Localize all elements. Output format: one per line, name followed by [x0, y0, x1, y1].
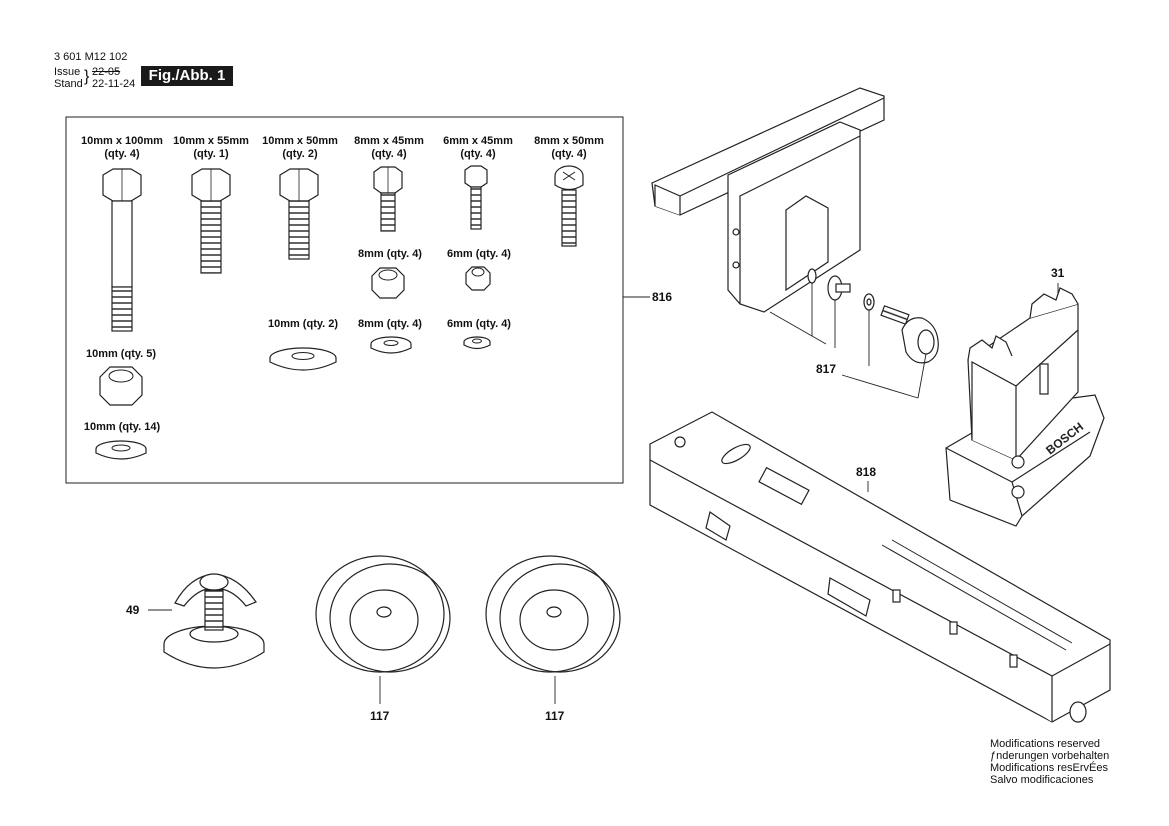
wheel-left-icon — [315, 555, 451, 673]
callout-kit: 816 — [652, 290, 673, 304]
nut-label-8mm: 8mm (qty. 4) — [358, 248, 422, 260]
issue-date: 22-05 — [92, 66, 121, 78]
rail-icon — [649, 411, 1111, 723]
bolt-6x45-icon — [464, 165, 488, 230]
nut-6mm-icon — [465, 266, 491, 291]
hardware-kit-frame — [65, 116, 624, 484]
part-number: 3 601 M12 102 — [54, 51, 128, 63]
washer-label-8mm: 8mm (qty. 4) — [358, 318, 422, 330]
washer-label-10mm-b: 10mm (qty. 14) — [83, 421, 161, 433]
wheel-right-icon — [485, 555, 621, 673]
bolt-label-1: 10mm x 100mm(qty. 4) — [81, 135, 163, 160]
figure-tag: Fig./Abb. 1 — [141, 66, 233, 86]
modifications-notice: Modifications reserved ƒnderungen vorbeh… — [990, 738, 1110, 786]
washer-10mm-b-icon — [95, 440, 147, 460]
washer-6mm-icon — [463, 336, 491, 350]
washer-10mm-a-icon — [269, 347, 337, 371]
bolt-label-6: 8mm x 50mm(qty. 4) — [534, 135, 604, 160]
callout-rail: 818 — [856, 465, 877, 479]
bolt-10x100-icon — [102, 168, 142, 332]
washer-label-6mm: 6mm (qty. 4) — [447, 318, 511, 330]
washer-8mm-icon — [370, 336, 412, 354]
bolt-10x50-icon — [279, 168, 319, 260]
nut-label-6mm: 6mm (qty. 4) — [447, 248, 511, 260]
nut-8mm-icon — [371, 267, 405, 299]
callout-knob-set: 817 — [816, 362, 837, 376]
bolt-label-5: 6mm x 45mm(qty. 4) — [443, 135, 513, 160]
washer-label-10mm-a: 10mm (qty. 2) — [267, 318, 339, 330]
bolt-10x55-icon — [191, 168, 231, 274]
bolt-8x50-phillips-icon — [554, 165, 584, 247]
stand-date: 22-11-24 — [92, 78, 136, 90]
bolt-8x45-icon — [373, 166, 403, 232]
bolt-label-3: 10mm x 50mm(qty. 2) — [262, 135, 338, 160]
top-bracket-icon — [651, 87, 885, 313]
bolt-label-2: 10mm x 55mm(qty. 1) — [173, 135, 249, 160]
knob-assembly-icon — [807, 268, 939, 364]
issue-label: Issue — [54, 66, 81, 78]
nut-label-10mm: 10mm (qty. 5) — [85, 348, 157, 360]
callout-foot: 49 — [126, 603, 140, 617]
nut-10mm-icon — [99, 366, 143, 406]
bolt-label-4: 8mm x 45mm(qty. 4) — [354, 135, 424, 160]
callout-wheel-left: 117 — [370, 709, 390, 723]
brace-icon: } — [84, 68, 90, 85]
knob-leader-lines — [769, 283, 927, 399]
clamp-icon — [945, 287, 1105, 527]
callout-wheel-right: 117 — [545, 709, 565, 723]
callout-clamp: 31 — [1051, 266, 1065, 280]
leveling-foot-icon — [163, 573, 265, 669]
stand-label: Stand — [54, 78, 83, 90]
